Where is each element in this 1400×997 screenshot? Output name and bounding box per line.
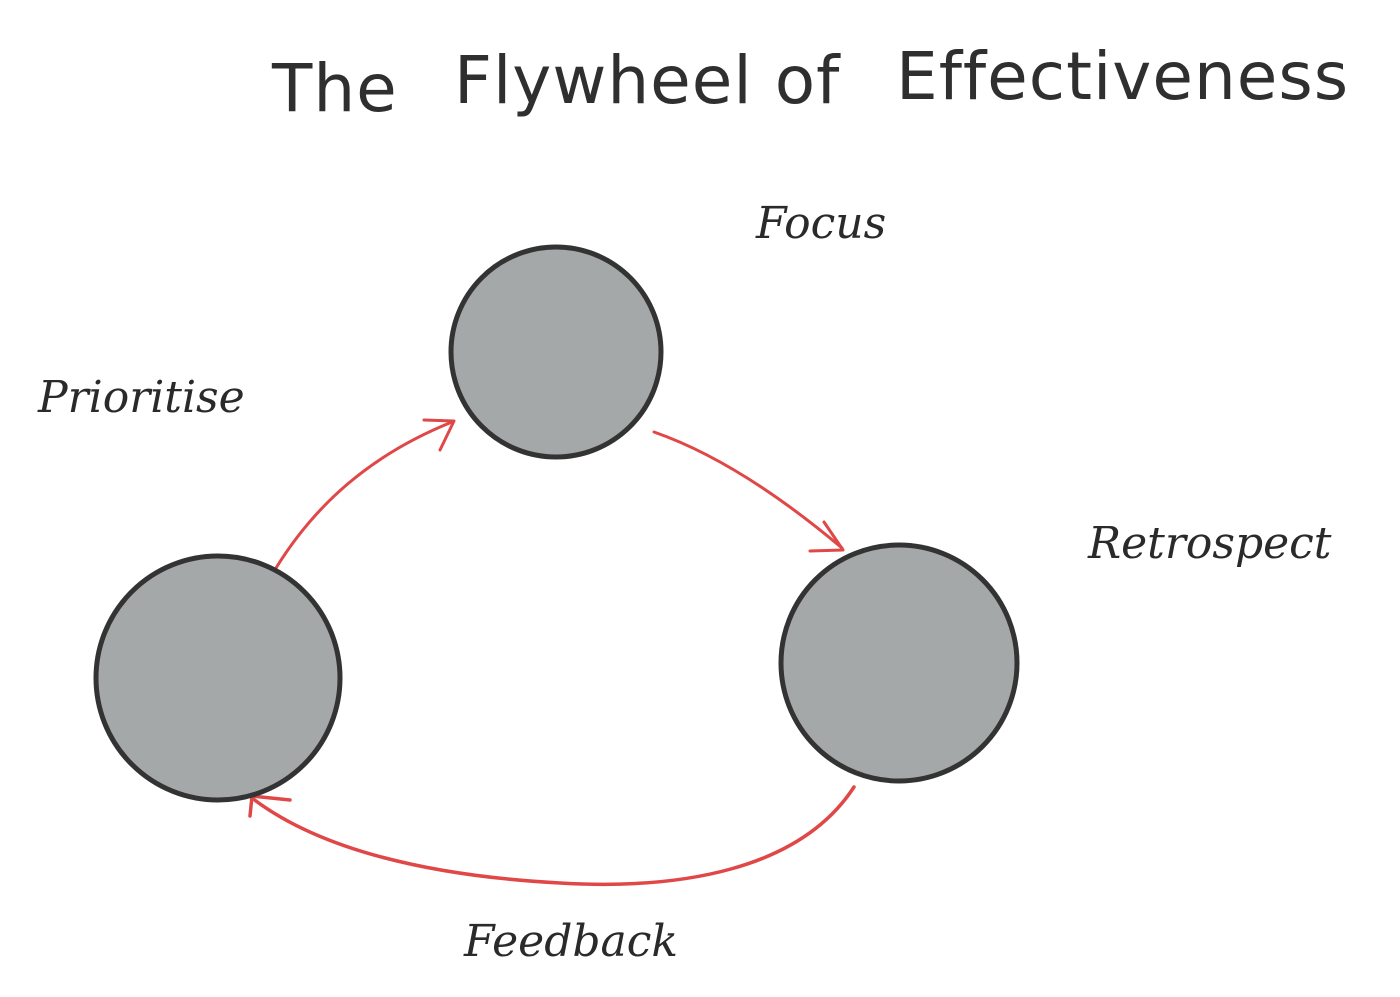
title-flywheel-of: Flywheel of [454,42,841,119]
label-prioritise: Prioritise [38,372,245,423]
title-effectiveness: Effectiveness [896,38,1350,115]
arrow-prioritise-to-focus [274,420,454,570]
circle-retrospect [778,542,1020,784]
circle-focus [448,244,664,460]
arrow-focus-to-retrospect [652,430,844,550]
label-focus: Focus [756,198,887,249]
arrows [248,418,856,887]
arrowhead-prioritise-to-focus [422,418,456,452]
label-feedback: Feedback [464,916,679,967]
title-the: The [272,50,398,127]
circle-prioritise [93,553,343,803]
nodes [93,244,1020,803]
arrowhead-focus-to-retrospect [808,520,845,553]
arrow-feedback [250,785,856,887]
label-retrospect: Retrospect [1088,518,1332,569]
